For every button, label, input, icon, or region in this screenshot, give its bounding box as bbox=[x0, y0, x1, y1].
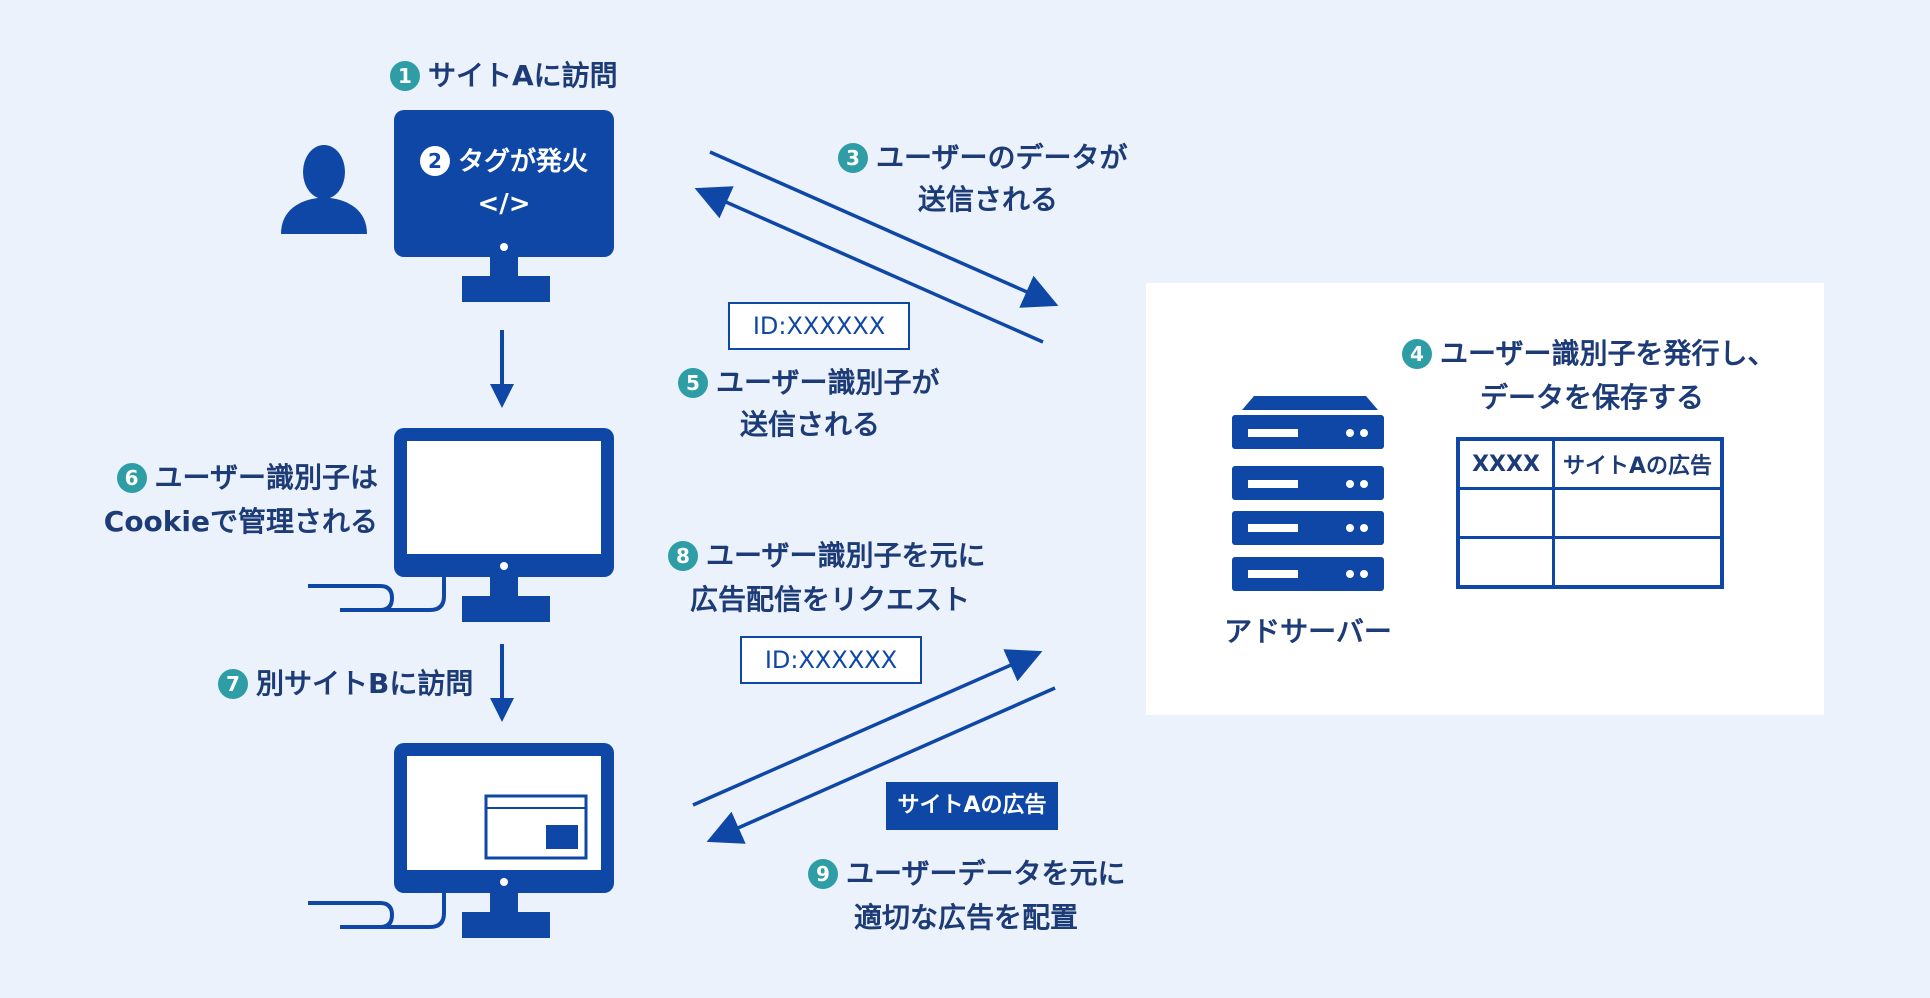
table-cell bbox=[1456, 487, 1555, 539]
table-cell bbox=[1552, 487, 1724, 539]
step-2-text: タグが発火 bbox=[457, 147, 589, 177]
step-5-line1: ユーザー識別子が bbox=[716, 366, 940, 399]
monitor-icon bbox=[394, 110, 614, 302]
arrow-icon bbox=[706, 686, 1056, 844]
step-5-number: 5 bbox=[678, 368, 708, 398]
apple-logo-icon bbox=[500, 243, 508, 251]
step-8-label: 8 ユーザー識別子を元に bbox=[668, 536, 985, 576]
step-1-text: サイトAに訪問 bbox=[428, 59, 618, 92]
user-icon bbox=[281, 145, 367, 234]
user-id-table: XXXX サイトAの広告 bbox=[1456, 437, 1724, 589]
step-4-line1: ユーザー識別子を発行し、 bbox=[1440, 337, 1776, 370]
step-3-label: 3 ユーザーのデータが bbox=[838, 138, 1127, 178]
step-9-number: 9 bbox=[808, 859, 838, 889]
step-9-line1: ユーザーデータを元に bbox=[846, 857, 1126, 890]
step-8-number: 8 bbox=[668, 541, 698, 571]
step-9-line2: 適切な広告を配置 bbox=[854, 901, 1079, 934]
monitor-icon bbox=[308, 428, 614, 622]
step-8-line1: ユーザー識別子を元に bbox=[706, 539, 986, 572]
table-row bbox=[1456, 536, 1724, 589]
ad-server-label: アドサーバー bbox=[1224, 615, 1392, 648]
arrow-icon bbox=[709, 150, 1059, 308]
table-cell bbox=[1552, 536, 1724, 589]
apple-logo-icon bbox=[500, 562, 508, 570]
step-5-label: 5 ユーザー識別子が bbox=[678, 363, 939, 403]
server-icon bbox=[1232, 396, 1384, 591]
table-row bbox=[1456, 487, 1724, 539]
apple-logo-icon bbox=[500, 878, 508, 886]
step-6-number: 6 bbox=[116, 463, 147, 493]
table-header-row: XXXX サイトAの広告 bbox=[1456, 437, 1724, 490]
step-6-line1: ユーザー識別子は bbox=[154, 461, 378, 494]
ad-badge: サイトAの広告 bbox=[886, 782, 1058, 830]
step-8-line2: 広告配信をリクエスト bbox=[690, 583, 971, 616]
table-header-id: XXXX bbox=[1456, 437, 1555, 490]
step-6-line2: Cookieで管理される bbox=[103, 505, 378, 538]
tag-code: </> bbox=[477, 189, 531, 219]
cable-icon bbox=[308, 893, 446, 929]
step-7-label: 7 別サイトBに訪問 bbox=[218, 664, 473, 704]
arrow-icon bbox=[694, 186, 1044, 344]
step-5-line2: 送信される bbox=[740, 408, 881, 441]
step-7-text: 別サイトBに訪問 bbox=[256, 667, 474, 700]
table-cell bbox=[1456, 536, 1555, 589]
cable-icon bbox=[308, 577, 446, 612]
arrow-icon bbox=[692, 649, 1043, 807]
step-1-number: 1 bbox=[390, 61, 420, 91]
step-4-number: 4 bbox=[1402, 339, 1432, 369]
step-3-number: 3 bbox=[838, 143, 868, 173]
step-4-line2: データを保存する bbox=[1480, 381, 1705, 414]
id-box: ID:XXXXXX bbox=[728, 302, 910, 350]
monitor-icon bbox=[308, 743, 614, 938]
step-9-label: 9 ユーザーデータを元に bbox=[808, 854, 1125, 894]
step-2-number: 2 bbox=[419, 146, 450, 176]
id-box: ID:XXXXXX bbox=[740, 636, 922, 684]
step-1-label: 1 サイトAに訪問 bbox=[390, 56, 618, 96]
step-3-line2: 送信される bbox=[918, 183, 1059, 216]
table-header-ad: サイトAの広告 bbox=[1552, 437, 1724, 490]
step-3-line1: ユーザーのデータが bbox=[876, 141, 1128, 174]
step-7-number: 7 bbox=[218, 669, 248, 699]
step-4-label: 4 ユーザー識別子を発行し、 bbox=[1402, 334, 1775, 374]
